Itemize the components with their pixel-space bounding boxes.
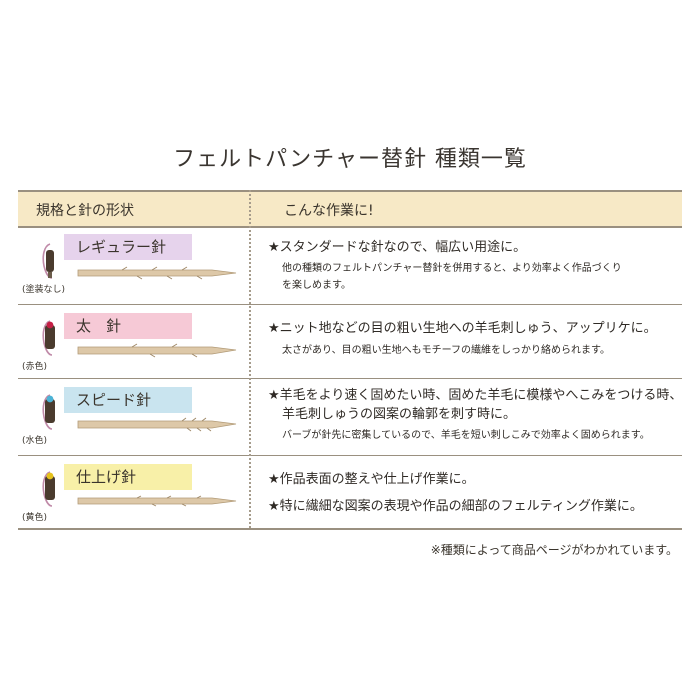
table-bottom-border	[18, 528, 682, 530]
table-row-finishing: 仕上げ針 (黄色) ★作品表面の整えや仕上げ作業に。 ★特に繊細な図案の表現や作…	[18, 456, 682, 530]
row-divider	[18, 378, 682, 379]
footnote: ※種類によって商品ページがわかれています。	[430, 543, 678, 557]
use-case-detail: 太さがあり、目の粗い生地へもモチーフの繊維をしっかり絡められます。	[282, 345, 610, 356]
use-case-detail: 他の種類のフェルトパンチャー替針を併用すると、より効率よく作品づくり	[282, 263, 622, 274]
use-case-detail: を楽しめます。	[282, 280, 351, 291]
tip-color-note: (黄色)	[22, 513, 48, 523]
use-case-main: ★スタンダードな針なので、幅広い用途に。	[268, 240, 527, 255]
needle-shape-cell: 太 針 (赤色)	[18, 305, 249, 378]
needle-name-label: レギュラー針	[64, 234, 192, 260]
use-case-main: ★ニット地などの目の粗い生地への羊毛刺しゅう、アップリケに。	[268, 321, 657, 336]
use-case-main: ★特に繊細な図案の表現や作品の細部のフェルティング作業に。	[268, 499, 643, 514]
needle-shape-cell: スピード針 (水色)	[18, 379, 249, 455]
needle-shape-cell: レギュラー針 (塗装なし)	[18, 226, 249, 304]
regular-needle-icon	[42, 243, 237, 280]
page-title: フェルトパンチャー替針 種類一覧	[173, 147, 527, 172]
row-divider	[18, 455, 682, 456]
use-case-main: ★作品表面の整えや仕上げ作業に。	[268, 472, 475, 487]
use-case-main: 羊毛刺しゅうの図案の輪郭を刺す時に。	[282, 407, 517, 422]
table-row-thick: 太 針 (赤色) ★ニット地などの目の粗い生地への羊毛刺しゅう、アップリケに。 …	[18, 305, 682, 379]
table-row-speed: スピード針 (水色) ★羊毛をより速く固めたい時、固めた羊毛に模様やへこみをつけ…	[18, 379, 683, 456]
row-divider	[18, 304, 682, 305]
tip-color-note: (赤色)	[22, 362, 48, 372]
thick-needle-icon	[42, 320, 237, 358]
table-header: 規格と針の形状 こんな作業に!	[18, 190, 682, 228]
tip-color-note: (塗装なし)	[22, 285, 66, 295]
header-use-cases: こんな作業に!	[284, 203, 374, 219]
tip-color-note: (水色)	[22, 436, 48, 446]
finishing-needle-icon	[42, 471, 237, 507]
needle-name-label: 仕上げ針	[64, 464, 192, 490]
use-case-main: ★羊毛をより速く固めたい時、固めた羊毛に模様やへこみをつける時、	[268, 388, 683, 403]
needle-name-label: 太 針	[64, 313, 192, 339]
speed-needle-icon	[42, 394, 237, 432]
table-row-regular: レギュラー針 (塗装なし) ★スタンダードな針なので、幅広い用途に。 他の種類の…	[18, 226, 682, 305]
use-case-detail: バーブが針先に密集しているので、羊毛を短い刺しこみで効率よく固められます。	[282, 430, 650, 441]
needle-type-table: 規格と針の形状 こんな作業に! レギュラー針 (塗装なし) ★スタンダードな針な…	[18, 190, 683, 530]
column-divider	[249, 190, 251, 528]
needle-shape-cell: 仕上げ針 (黄色)	[18, 456, 249, 528]
needle-name-label: スピード針	[64, 387, 192, 413]
header-spec-shape: 規格と針の形状	[36, 203, 134, 219]
